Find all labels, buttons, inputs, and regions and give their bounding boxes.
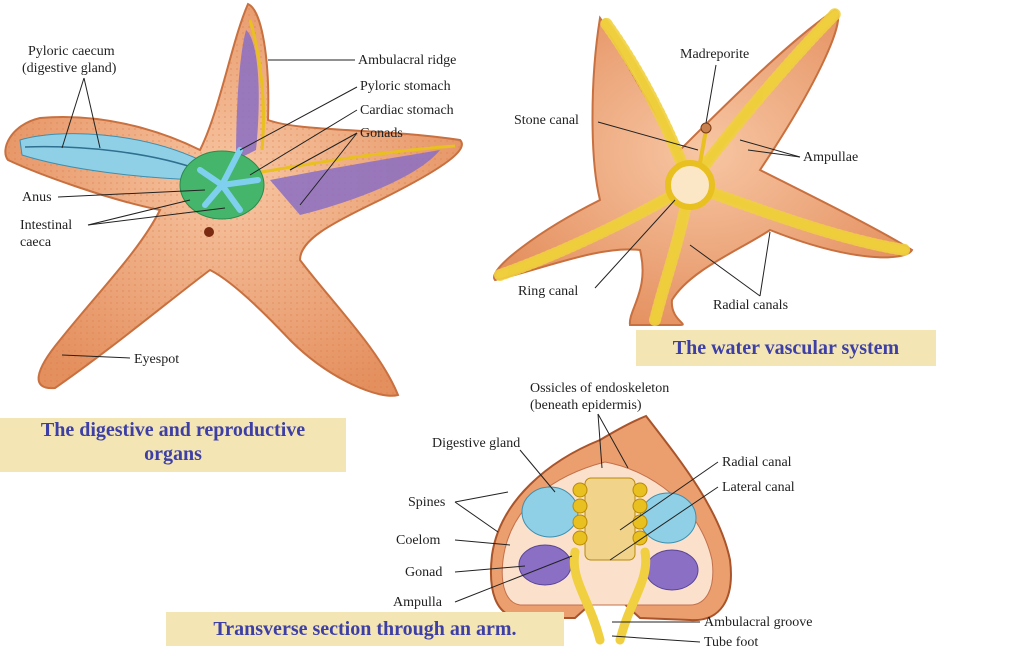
label-ampullae: Ampullae xyxy=(803,150,858,165)
madreporite-spot xyxy=(204,227,214,237)
upper-arm-gonad xyxy=(236,30,259,160)
right-arm-gonad xyxy=(270,150,440,215)
ampulla-chain xyxy=(572,482,648,546)
label-anus: Anus xyxy=(22,190,52,205)
label-ambulacral-ridge: Ambulacral ridge xyxy=(358,53,456,68)
label-intestinal-caeca-2: caeca xyxy=(20,235,52,250)
label-ring-canal: Ring canal xyxy=(518,284,578,299)
stone-canal xyxy=(698,129,708,164)
madreporite-plate xyxy=(700,122,712,134)
digestive-gland-right xyxy=(639,492,697,544)
label-cardiac-stomach: Cardiac stomach xyxy=(360,103,454,118)
caption-digestive-line1: The digestive and reproductive xyxy=(40,419,306,441)
label-radial-canal: Radial canal xyxy=(722,455,792,470)
label-eyespot: Eyespot xyxy=(134,352,179,367)
transverse-section xyxy=(489,414,732,645)
water-vascular-leader-lines xyxy=(594,64,801,297)
gonad-right xyxy=(645,549,699,591)
caption-digestive: The digestive and reproductive organs xyxy=(0,418,346,472)
label-pyloric-stomach: Pyloric stomach xyxy=(360,79,451,94)
ring-canal xyxy=(665,160,715,210)
digestive-starfish xyxy=(4,2,463,397)
gonad-left xyxy=(518,544,572,586)
label-intestinal-caeca-1: Intestinal xyxy=(20,218,72,233)
label-pyloric-caecum-1: Pyloric caecum xyxy=(28,44,115,59)
caption-digestive-line2: organs xyxy=(144,443,202,465)
water-vascular-starfish xyxy=(493,8,914,326)
label-lateral-canal: Lateral canal xyxy=(722,480,795,495)
water-vascular-labels: Madreporite Stone canal Ampullae Ring ca… xyxy=(514,47,858,313)
transverse-labels: Ossicles of endoskeleton (beneath epider… xyxy=(393,381,812,650)
label-gonad: Gonad xyxy=(405,565,442,580)
transverse-leader-lines xyxy=(454,413,719,643)
label-spines: Spines xyxy=(408,495,445,510)
label-ampulla: Ampulla xyxy=(393,595,443,610)
digestive-gland-left xyxy=(521,486,579,538)
label-ossicles-2: (beneath epidermis) xyxy=(530,398,642,413)
label-ambulacral-groove: Ambulacral groove xyxy=(704,615,812,630)
label-gonads: Gonads xyxy=(360,126,403,141)
pyloric-stomach xyxy=(197,147,261,213)
digestive-labels: Pyloric caecum (digestive gland) Ambulac… xyxy=(20,44,456,367)
tube-foot-left xyxy=(569,547,605,645)
label-tube-foot: Tube foot xyxy=(704,635,758,650)
label-digestive-gland: Digestive gland xyxy=(432,436,520,451)
label-pyloric-caecum-2: (digestive gland) xyxy=(22,61,117,76)
label-stone-canal: Stone canal xyxy=(514,113,579,128)
caption-water-vascular-text: The water vascular system xyxy=(672,337,900,359)
caption-water-vascular: The water vascular system xyxy=(636,330,936,366)
digestive-leader-lines xyxy=(57,59,358,359)
label-ossicles-1: Ossicles of endoskeleton xyxy=(530,381,669,396)
label-radial-canals: Radial canals xyxy=(713,298,788,313)
label-madreporite: Madreporite xyxy=(680,47,749,62)
caption-transverse-text: Transverse section through an arm. xyxy=(213,618,517,640)
caption-transverse: Transverse section through an arm. xyxy=(166,612,564,646)
tube-foot-right xyxy=(615,547,651,645)
label-coelom: Coelom xyxy=(396,533,440,548)
